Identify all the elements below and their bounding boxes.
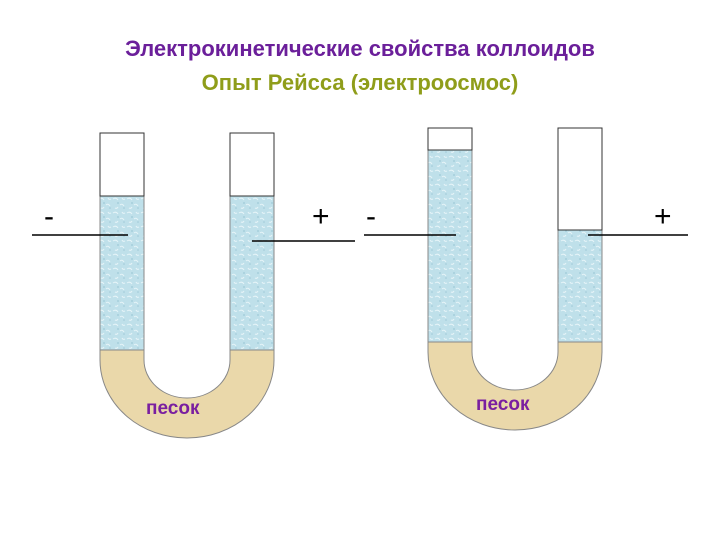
- water-column-left-a: [99, 195, 145, 351]
- air-column-right-a: [427, 127, 473, 151]
- sand-label-right: песок: [476, 394, 530, 415]
- title-line-2: Опыт Рейсса (электроосмос): [201, 70, 519, 95]
- sign-plus-left: +: [312, 200, 330, 233]
- water-column-right-b: [557, 229, 603, 343]
- u-tube-left: - + песок: [32, 132, 355, 439]
- sand-right: [427, 341, 603, 431]
- sand-left: [99, 349, 275, 439]
- air-column-left-a: [99, 132, 145, 197]
- sign-minus-left: -: [44, 200, 54, 233]
- sand-label-left: песок: [146, 398, 200, 419]
- air-column-right-b: [557, 127, 603, 231]
- sign-minus-right: -: [366, 200, 376, 233]
- sign-plus-right: +: [654, 200, 672, 233]
- u-tube-right: - + песок: [364, 127, 688, 431]
- title-line-1: Электрокинетические свойства коллоидов: [125, 36, 595, 61]
- water-column-right-a: [427, 149, 473, 343]
- water-column-left-b: [229, 195, 275, 351]
- air-column-left-b: [229, 132, 275, 197]
